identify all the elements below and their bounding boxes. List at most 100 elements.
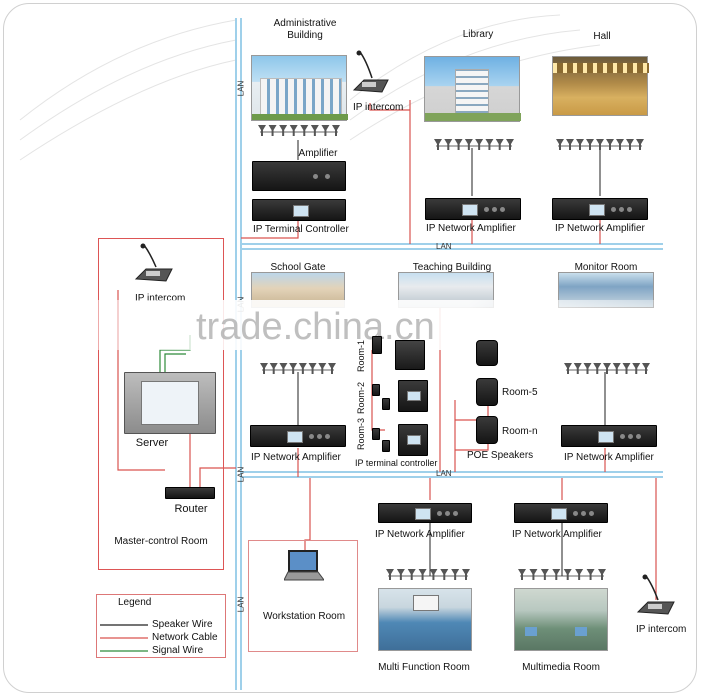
horn-speaker-icon — [268, 125, 277, 136]
server-unit — [124, 372, 216, 434]
horn-speaker-icon — [622, 363, 631, 374]
horn-speaker-icon — [300, 125, 309, 136]
hall-amplifier-unit — [552, 198, 648, 220]
room-1-label: Room-1 — [356, 339, 366, 372]
horn-speaker-icon — [429, 569, 438, 580]
workstation-room-box — [248, 540, 358, 652]
room-3-speaker-a — [372, 428, 380, 440]
horn-speaker-icon — [321, 125, 330, 136]
horn-speaker-icon — [318, 363, 327, 374]
lan-label-horizontal-1: LAN — [436, 242, 452, 251]
horn-speaker-icon — [464, 139, 473, 150]
horn-speaker-icon — [632, 363, 641, 374]
horn-speaker-icon — [576, 139, 584, 150]
router-label: Router — [174, 503, 208, 515]
hall-photo — [552, 56, 649, 116]
hall-amplifier-label: IP Network Amplifier — [555, 223, 645, 234]
legend-title: Legend — [118, 597, 152, 608]
horn-speaker-icon — [454, 139, 463, 150]
monitor-room-amplifier-unit — [561, 425, 657, 447]
horn-speaker-icon — [598, 569, 606, 580]
horn-speaker-icon — [495, 139, 504, 150]
horn-speaker-icon — [298, 363, 307, 374]
horn-speaker-icon — [606, 139, 614, 150]
multi-function-room-photo — [378, 588, 472, 651]
ip-intercom-top-label: IP intercom — [353, 102, 404, 113]
monitor-room-title: Monitor Room — [574, 262, 638, 273]
horn-speaker-icon — [573, 363, 582, 374]
library-photo — [424, 56, 521, 122]
lan-label-horizontal-2: LAN — [436, 469, 452, 478]
horn-speaker-icon — [407, 569, 416, 580]
room-2-label: Room-2 — [356, 381, 366, 414]
horn-speaker-icon — [603, 363, 611, 374]
horn-speaker-icon — [575, 569, 584, 580]
ip-terminal-controller-top-unit — [252, 199, 346, 221]
admin-building-title: Administrative Building — [273, 18, 337, 41]
horn-speaker-icon — [269, 363, 278, 374]
horn-speaker-icon — [626, 139, 634, 150]
horn-speaker-icon — [444, 139, 453, 150]
laptop-icon — [283, 550, 325, 584]
monitor-room-amplifier-label: IP Network Amplifier — [564, 452, 654, 463]
horn-speaker-icon — [310, 125, 319, 136]
ip-intercom-bottom — [636, 574, 676, 618]
multi-function-amplifier-unit — [378, 503, 472, 523]
horn-speaker-icon — [289, 363, 298, 374]
horn-speaker-icon — [485, 139, 494, 150]
lan-label-vertical-1: LAN — [236, 80, 246, 97]
horn-speaker-icon — [289, 125, 298, 136]
multimedia-amplifier-label: IP Network Amplifier — [512, 529, 602, 540]
horn-speaker-icon — [279, 363, 288, 374]
horn-speaker-icon — [616, 139, 624, 150]
horn-speaker-icon — [418, 569, 427, 580]
horn-speaker-icon — [529, 569, 538, 580]
horn-speaker-icon — [475, 139, 484, 150]
horn-speakers — [258, 125, 650, 580]
horn-speaker-icon — [642, 363, 650, 374]
horn-speaker-icon — [279, 125, 288, 136]
library-amplifier-unit — [425, 198, 521, 220]
horn-speaker-icon — [396, 569, 405, 580]
horn-speaker-icon — [566, 139, 574, 150]
lan-label-vertical-4: LAN — [236, 596, 246, 613]
ip-intercom-master — [134, 243, 174, 285]
horn-speaker-icon — [440, 569, 449, 580]
horn-speaker-icon — [308, 363, 317, 374]
room-1-speaker — [372, 336, 382, 354]
room-2-controller — [398, 380, 428, 412]
master-control-room-label: Master-control Room — [114, 536, 208, 547]
horn-speaker-icon — [586, 569, 595, 580]
multimedia-room-photo — [514, 588, 608, 651]
microphone-icon — [352, 50, 389, 93]
poe-speakers-label: POE Speakers — [467, 450, 534, 461]
ip-terminal-controller-mid-label: IP terminal controller — [355, 458, 438, 468]
legend-speaker-wire: Speaker Wire — [152, 619, 213, 630]
room-3-label: Room-3 — [356, 417, 366, 450]
multi-function-room-label: Multi Function Room — [378, 662, 470, 673]
horn-speaker-icon — [332, 125, 340, 136]
room-3-speaker-b — [382, 440, 390, 452]
room-2-speaker-a — [372, 384, 380, 396]
microphone-icon — [134, 243, 173, 282]
horn-speaker-icon — [386, 569, 394, 580]
horn-speaker-icon — [518, 569, 526, 580]
multi-function-amplifier-label: IP Network Amplifier — [375, 529, 465, 540]
lan-backbone — [235, 18, 663, 690]
horn-speaker-icon — [260, 363, 268, 374]
speaker-wires — [297, 140, 606, 576]
horn-speaker-icon — [583, 363, 592, 374]
school-gate-amplifier-label: IP Network Amplifier — [251, 452, 341, 463]
horn-speaker-icon — [258, 125, 266, 136]
horn-speaker-icon — [593, 363, 602, 374]
room-3-controller — [398, 424, 428, 456]
library-amplifier-label: IP Network Amplifier — [426, 223, 516, 234]
room-n-label: Room-n — [502, 426, 538, 437]
horn-speaker-icon — [434, 139, 442, 150]
lan-label-vertical-3: LAN — [236, 466, 246, 483]
horn-speaker-icon — [564, 363, 572, 374]
workstation-room-label: Workstation Room — [262, 611, 346, 622]
horn-speaker-icon — [506, 139, 514, 150]
multimedia-amplifier-unit — [514, 503, 608, 523]
